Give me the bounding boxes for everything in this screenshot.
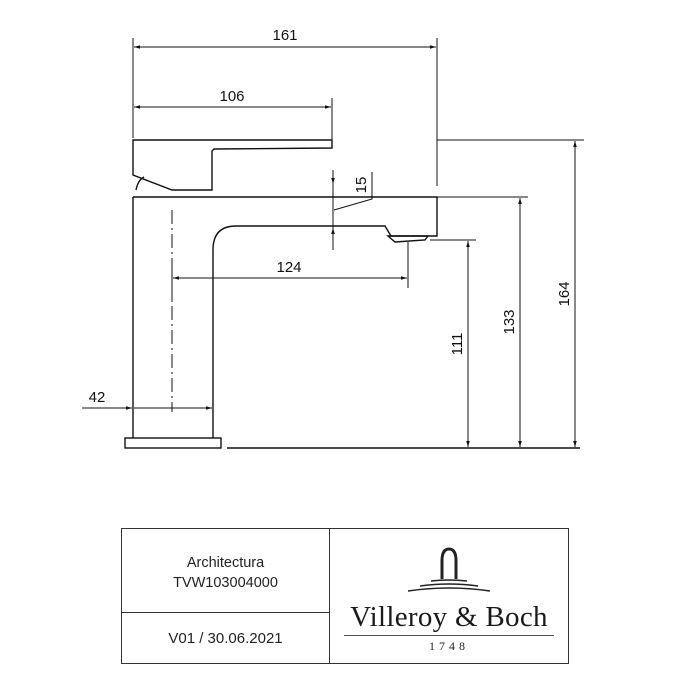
dimension-labels: 161 106 124 42 15 111 133 164 xyxy=(89,27,573,406)
brand-underline xyxy=(344,635,554,636)
base-plate xyxy=(124,437,222,449)
brand-cell: Villeroy & Boch 1748 xyxy=(330,529,568,663)
aerator xyxy=(386,235,430,243)
brand-name: Villeroy & Boch xyxy=(350,601,548,633)
label-133: 133 xyxy=(501,309,518,334)
title-block-info: Architectura TVW103004000 V01 / 30.06.20… xyxy=(122,529,330,663)
faucet-outline xyxy=(124,139,580,449)
title-block: Architectura TVW103004000 V01 / 30.06.20… xyxy=(121,528,569,664)
label-164: 164 xyxy=(556,281,573,306)
article-number: TVW103004000 xyxy=(173,574,278,591)
handle-cartridge-curve xyxy=(135,176,145,191)
brand-year: 1748 xyxy=(429,639,469,653)
product-name: Architectura xyxy=(186,554,265,571)
dimension-lines xyxy=(82,38,584,447)
version-cell: V01 / 30.06.2021 xyxy=(122,613,329,663)
faucet-body xyxy=(133,196,438,438)
label-124: 124 xyxy=(276,259,301,276)
label-161: 161 xyxy=(272,27,297,44)
version-date: V01 / 30.06.2021 xyxy=(168,629,283,647)
label-42: 42 xyxy=(89,389,106,406)
label-106: 106 xyxy=(219,88,244,105)
label-15: 15 xyxy=(353,177,370,194)
label-111: 111 xyxy=(449,333,466,356)
fountain-logo-icon xyxy=(407,547,491,592)
product-cell: Architectura TVW103004000 xyxy=(122,529,329,613)
lever-handle xyxy=(132,139,333,191)
